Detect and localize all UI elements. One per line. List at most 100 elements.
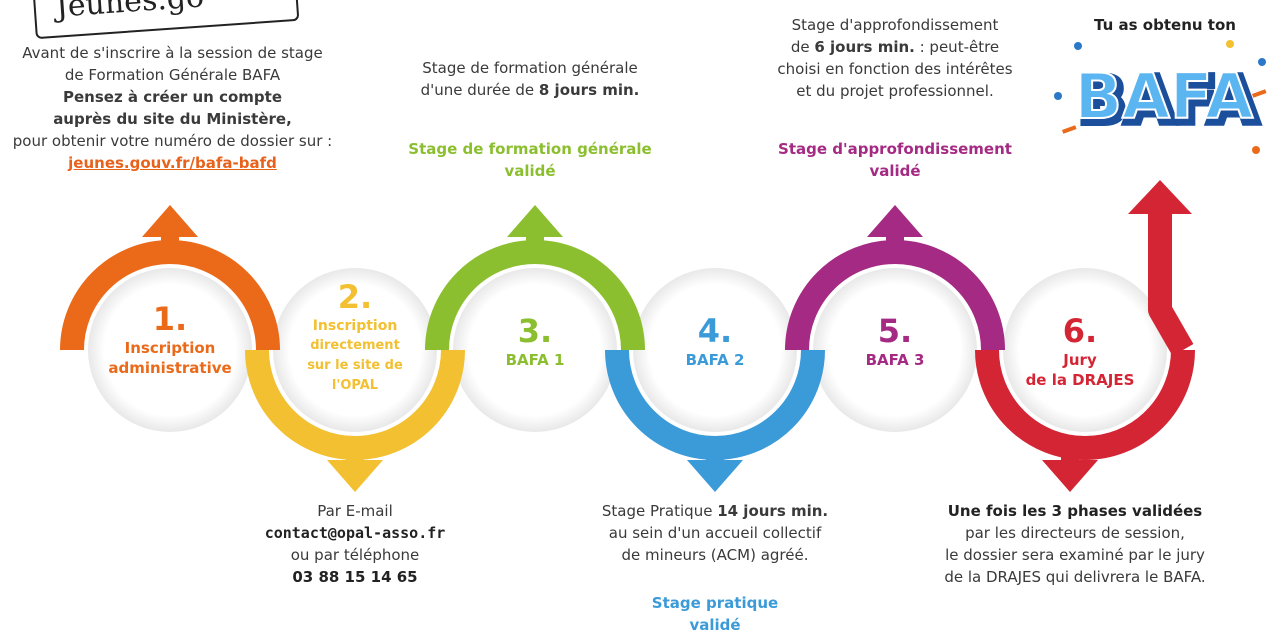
pratique-validated-line2: validé <box>689 616 741 634</box>
step-2-arrow-down-head <box>327 460 383 492</box>
step-5-disc <box>813 268 977 432</box>
bafa-badge-graphic: BAFA BAFA <box>1074 59 1261 141</box>
step-3-arrow-up-shaft <box>526 233 544 258</box>
step5-info-line1: Stage d'approfondissement <box>791 16 999 34</box>
step-4-disc <box>633 268 797 432</box>
pratique-validated-label: Stage pratique validé <box>620 592 810 636</box>
step-2-disc <box>273 268 437 432</box>
step-1-arrow-up-shaft <box>161 233 179 258</box>
step-1-number: 1. <box>152 300 188 338</box>
contact-email[interactable]: contact@opal-asso.fr <box>264 524 446 542</box>
formation-validated-line2: validé <box>504 162 556 180</box>
step6-info-block: Une fois les 3 phases validées par les d… <box>920 500 1230 588</box>
step-6-disc <box>1003 268 1167 432</box>
formation-validated-label: Stage de formation générale validé <box>390 138 670 182</box>
step1-info-line3: pour obtenir votre numéro de dossier sur… <box>12 132 333 150</box>
step1-info-line1: Avant de s'inscrire à la session de stag… <box>22 44 323 62</box>
step-6-arrow-down <box>1042 442 1098 492</box>
step1-info-bold2: auprès du site du Ministère, <box>53 110 292 128</box>
step6-info-bold: Une fois les 3 phases validées <box>947 502 1203 520</box>
sparkle-dash-1 <box>1252 89 1267 98</box>
step-2-text-b: directement <box>310 338 400 353</box>
sparkle-dot-1 <box>1054 92 1062 100</box>
step-1-label: 1. Inscription administrative <box>95 300 245 378</box>
step-6-arrow-down-head <box>1042 460 1098 492</box>
step4-info-line1-bold: 14 jours min. <box>717 502 829 520</box>
step-1-text-b: administrative <box>108 359 232 377</box>
contact-phone[interactable]: 03 88 15 14 65 <box>292 568 418 586</box>
step3-info-line1: Stage de formation générale <box>422 59 638 77</box>
step5-info-line3: choisi en fonction des intérêtes <box>777 60 1013 78</box>
step-2-number: 2. <box>337 278 373 316</box>
contact-line1: Par E-mail <box>317 502 393 520</box>
step-1-text-a: Inscription <box>124 339 216 357</box>
step-6-label: 6. Jury de la DRAJES <box>1010 312 1150 390</box>
step-5-text-a: BAFA 3 <box>865 351 925 369</box>
step-3-arrow-up-head <box>507 205 563 237</box>
step-4-number: 4. <box>697 312 733 350</box>
step-5-arrow-up-head <box>867 205 923 237</box>
bafa-badge: BAFA BAFA <box>1060 48 1270 158</box>
step-6-arc <box>975 349 1195 460</box>
sparkle-dot-0 <box>1074 42 1082 50</box>
step4-info-line2: au sein d'un accueil collectif <box>608 524 822 542</box>
bafa-badge-text: BAFA <box>1075 60 1253 133</box>
step-3-disc <box>453 268 617 432</box>
step-3-number: 3. <box>517 312 553 350</box>
step-4-arrow-down-head <box>687 460 743 492</box>
final-heading: Tu as obtenu ton <box>1094 16 1236 34</box>
sparkle-dot-4 <box>1226 40 1234 48</box>
approfondissement-validated-line1: Stage d'approfondissement <box>778 140 1012 158</box>
step-3-arrow-up <box>507 205 563 258</box>
step-4-label: 4. BAFA 2 <box>650 312 780 370</box>
final-arrow-shaft <box>1148 210 1194 356</box>
step3-info-block: Stage de formation générale d'une durée … <box>400 57 660 101</box>
step-2-text-c: sur le site de <box>307 358 403 373</box>
step-1-arrow-up-head <box>142 205 198 237</box>
approfondissement-validated-label: Stage d'approfondissement validé <box>760 138 1030 182</box>
step-4-arrow-down <box>687 442 743 492</box>
step5-info-block: Stage d'approfondissement de 6 jours min… <box>760 14 1030 102</box>
step-2-text-a: Inscription <box>312 318 398 334</box>
bafa-badge-shadow: BAFA <box>1079 64 1257 137</box>
step3-info-line2-pre: d'une durée de <box>420 81 539 99</box>
pratique-validated-line1: Stage pratique <box>651 594 779 612</box>
step6-info-line1: par les directeurs de session, <box>965 524 1185 542</box>
step-2-text-d: l'OPAL <box>331 378 379 393</box>
step4-info-block: Stage Pratique 14 jours min. au sein d'u… <box>580 500 850 566</box>
final-arrow-up <box>1128 180 1194 356</box>
sparkle-dot-3 <box>1258 58 1266 66</box>
step-1-arrow-up <box>142 205 198 258</box>
step4-info-line1-pre: Stage Pratique <box>601 502 718 520</box>
step-3-text-a: BAFA 1 <box>505 351 565 369</box>
step3-info-line2-bold: 8 jours min. <box>538 81 640 99</box>
step-4-text-a: BAFA 2 <box>685 351 745 369</box>
step-6-arrow-down-shaft <box>1061 442 1079 464</box>
sparkle-dot-2 <box>1252 146 1260 154</box>
step4-info-line3: de mineurs (ACM) agréé. <box>621 546 809 564</box>
step-4-arrow-down-shaft <box>706 442 724 464</box>
step-6-text-a: Jury <box>1063 351 1097 369</box>
step-5-arrow-up <box>867 205 923 258</box>
step2-contact-block: Par E-mail contact@opal-asso.fr ou par t… <box>240 500 470 588</box>
contact-line2: ou par téléphone <box>290 546 420 564</box>
step-6-number: 6. <box>1062 312 1098 350</box>
step-1-disc <box>88 268 252 432</box>
step1-info-line2: de Formation Générale BAFA <box>64 66 281 84</box>
final-arrow-head <box>1128 180 1192 214</box>
step1-info-block: Avant de s'inscrire à la session de stag… <box>0 42 345 174</box>
step-2-arrow-down-shaft <box>346 442 364 464</box>
step-5-label: 5. BAFA 3 <box>830 312 960 370</box>
step-6-text-b: de la DRAJES <box>1025 371 1135 389</box>
sparkle-dash-0 <box>1061 125 1077 134</box>
step5-info-line2-post: : peut-être <box>914 38 1000 56</box>
step-5-arrow-up-shaft <box>886 233 904 258</box>
step6-info-line3: de la DRAJES qui delivrera le BAFA. <box>944 568 1206 586</box>
step5-info-line2-bold: 6 jours min. <box>814 38 915 56</box>
step-2-label: 2. Inscription directement sur le site d… <box>290 278 420 396</box>
step6-info-line2: le dossier sera examiné par le jury <box>945 546 1205 564</box>
step-2-arrow-down <box>327 442 383 492</box>
ministry-link[interactable]: jeunes.gouv.fr/bafa-bafd <box>68 154 277 172</box>
